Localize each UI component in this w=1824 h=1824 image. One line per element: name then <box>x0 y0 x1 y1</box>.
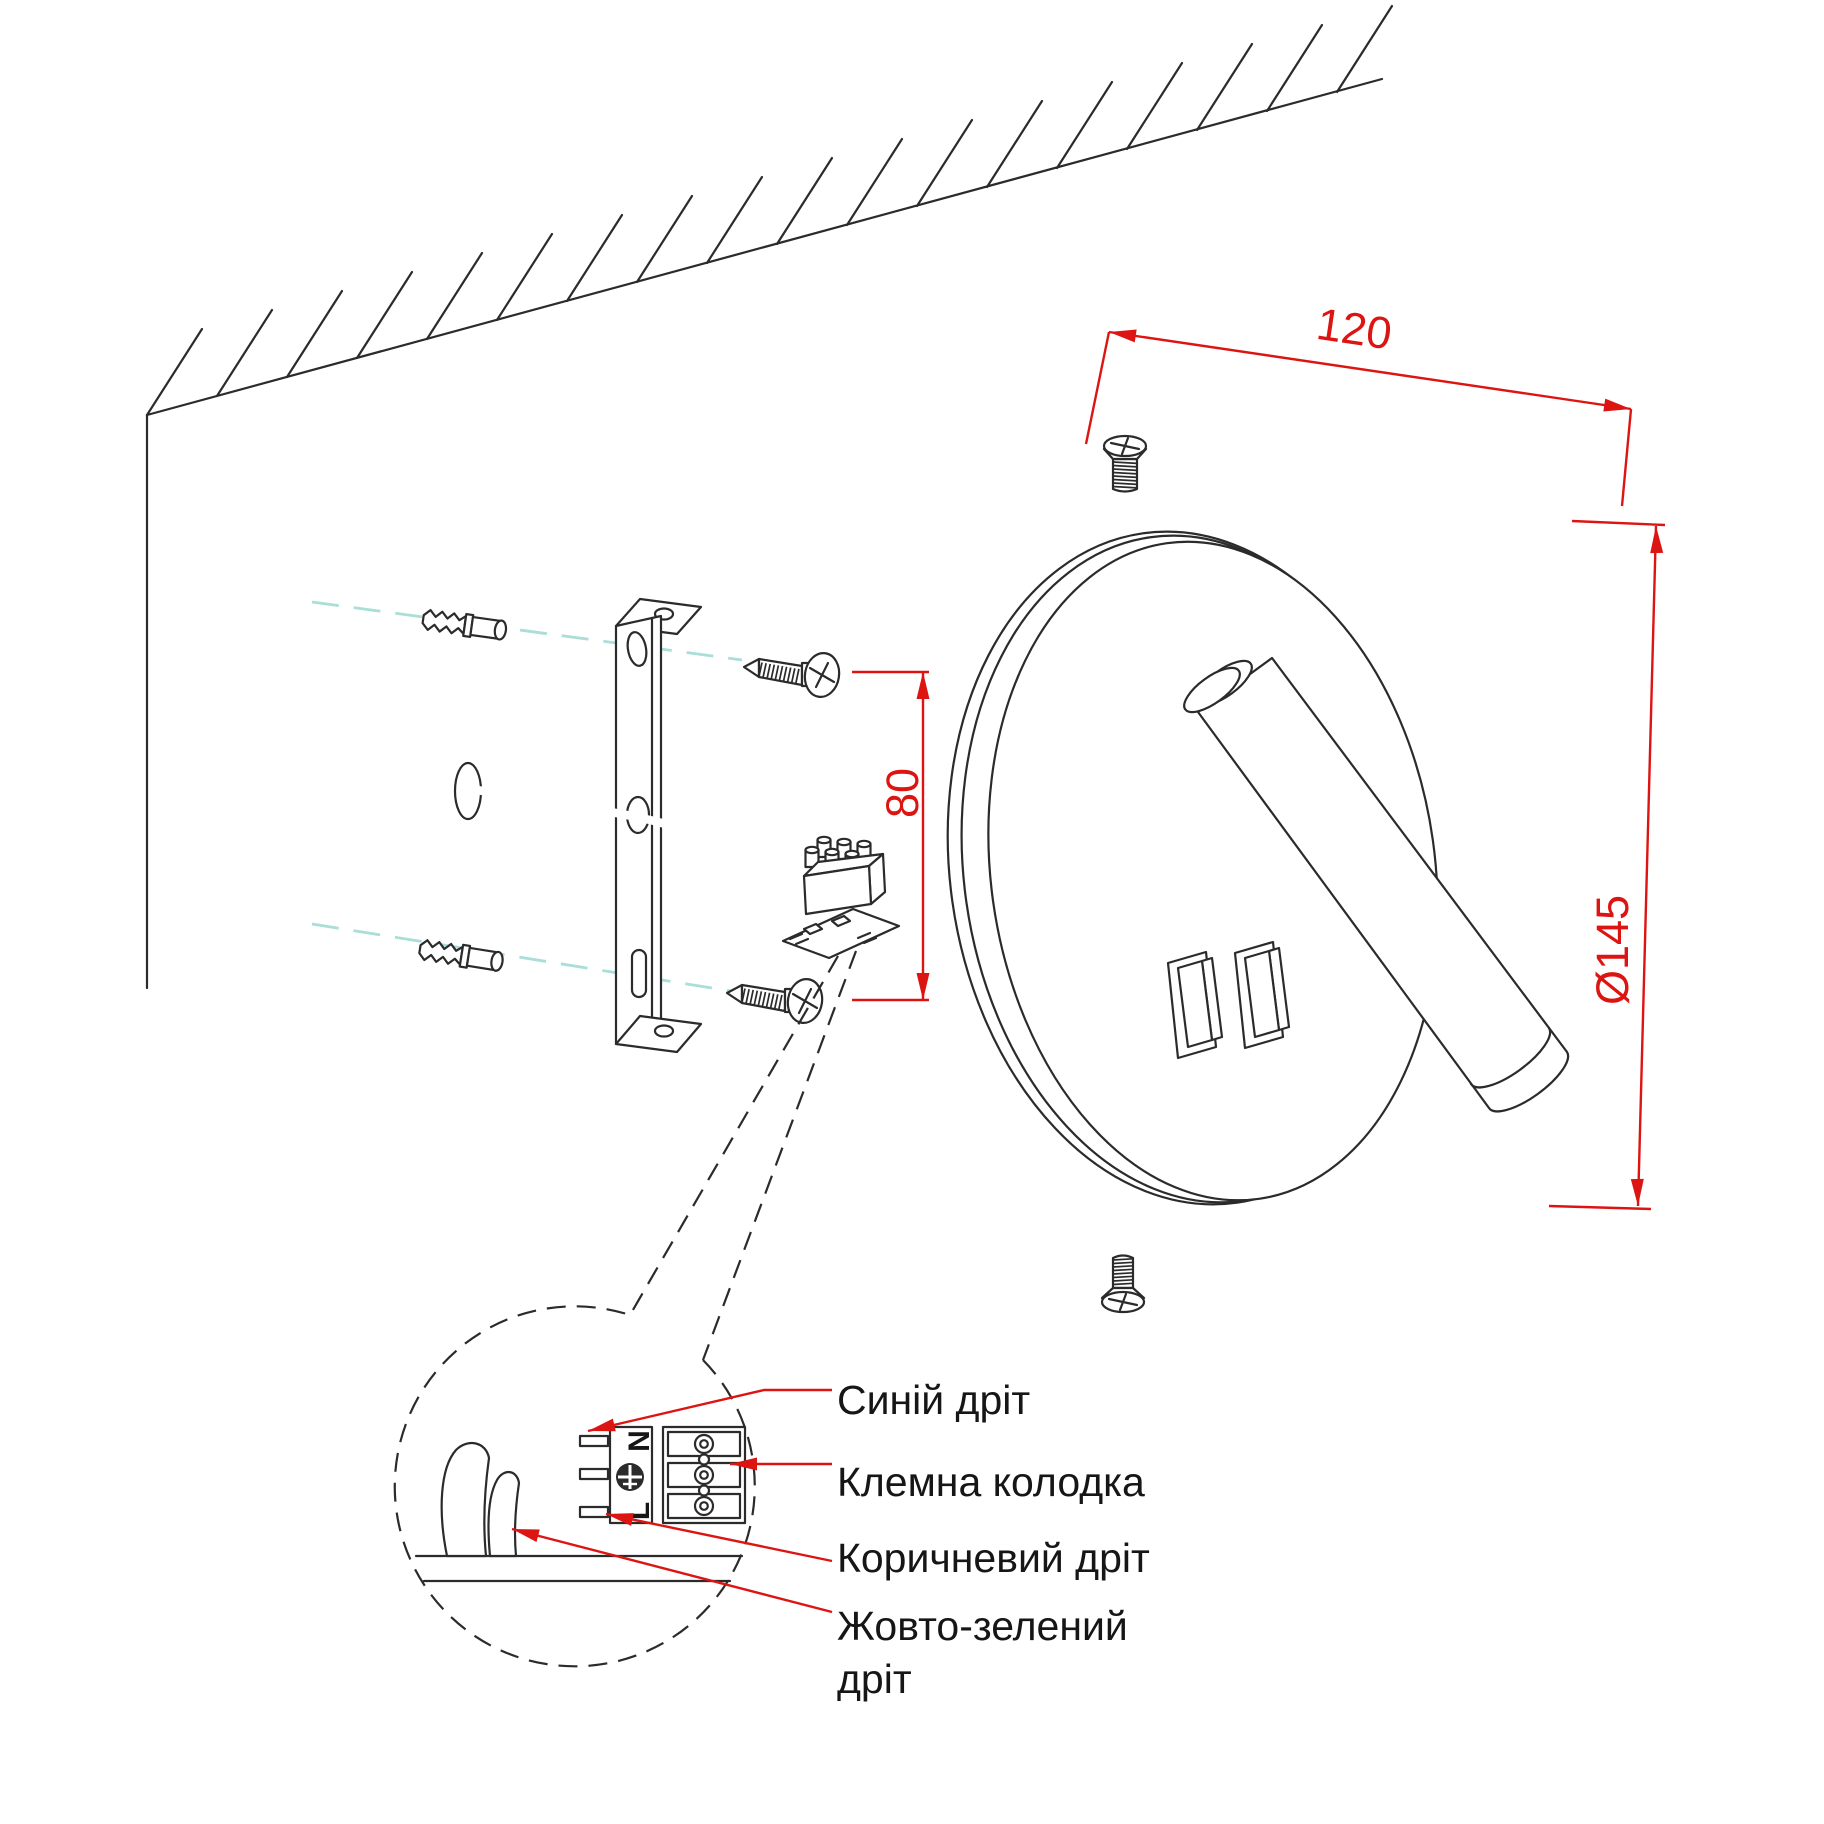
arrowhead-icon <box>730 1457 757 1471</box>
alignment-guides <box>311 600 743 994</box>
dimension-width-120: 120 <box>1084 298 1633 507</box>
cable-sheath-front <box>440 1441 491 1558</box>
label-yellow-green-wire-line2: дріт <box>837 1656 912 1702</box>
lamp-base-plate <box>946 530 1439 1206</box>
dimension-spacing-80: 80 <box>852 670 929 1002</box>
switch-right <box>1233 940 1291 1050</box>
arrowhead-icon <box>1603 398 1631 412</box>
label-yellow-green-wire-line1: Жовто-зелений <box>837 1603 1128 1649</box>
mounting-bracket <box>614 597 703 1054</box>
arrowhead-icon <box>1650 526 1664 554</box>
arrowheads <box>512 329 1664 1543</box>
power-cable <box>453 761 807 883</box>
dim-80-value: 80 <box>877 768 928 818</box>
detail-labels: Синій дріт Клемна колодка Коричневий дрі… <box>837 1377 1150 1702</box>
wall-anchor-bottom <box>418 939 504 972</box>
arrowhead-icon <box>606 1513 634 1526</box>
wall-anchor-top <box>421 608 508 641</box>
label-brown-wire: Коричневий дріт <box>837 1535 1150 1581</box>
detail-view-content: N L <box>414 1425 747 1583</box>
detail-circle <box>393 1305 756 1668</box>
switch-left <box>1166 950 1224 1060</box>
terminal-block-3d <box>802 835 887 916</box>
label-terminal-block: Клемна колодка <box>837 1459 1145 1505</box>
earth-icon <box>616 1463 644 1491</box>
reading-light-tube <box>1183 656 1570 1113</box>
arrowhead-icon <box>588 1418 616 1432</box>
arrowhead-icon <box>1109 329 1137 343</box>
machine-screw-bottom <box>1100 1254 1146 1314</box>
mounting-screw-bottom <box>725 978 824 1024</box>
dim-120-value: 120 <box>1313 298 1395 359</box>
mounting-screw-top <box>742 652 841 698</box>
cable-sheath-rear <box>487 1471 521 1558</box>
machine-screw-top <box>1102 434 1148 493</box>
arrowhead-icon <box>916 672 930 699</box>
arrowhead-icon <box>512 1529 540 1543</box>
terminal-strip: N L <box>608 1425 656 1525</box>
detail-leader-lines <box>629 950 858 1361</box>
terminal-block-detail <box>661 1425 747 1525</box>
label-blue-wire: Синій дріт <box>837 1377 1030 1423</box>
wall-outline <box>145 4 1394 990</box>
arrowhead-icon <box>916 973 930 1000</box>
wall-hatch-ticks <box>145 4 1394 417</box>
terminal-marking-n: N <box>623 1430 656 1452</box>
pcb-plate <box>781 907 901 960</box>
dimension-diameter-145: Ø145 <box>1548 519 1666 1211</box>
arrowhead-icon <box>1630 1178 1644 1206</box>
dim-145-value: Ø145 <box>1587 895 1638 1005</box>
